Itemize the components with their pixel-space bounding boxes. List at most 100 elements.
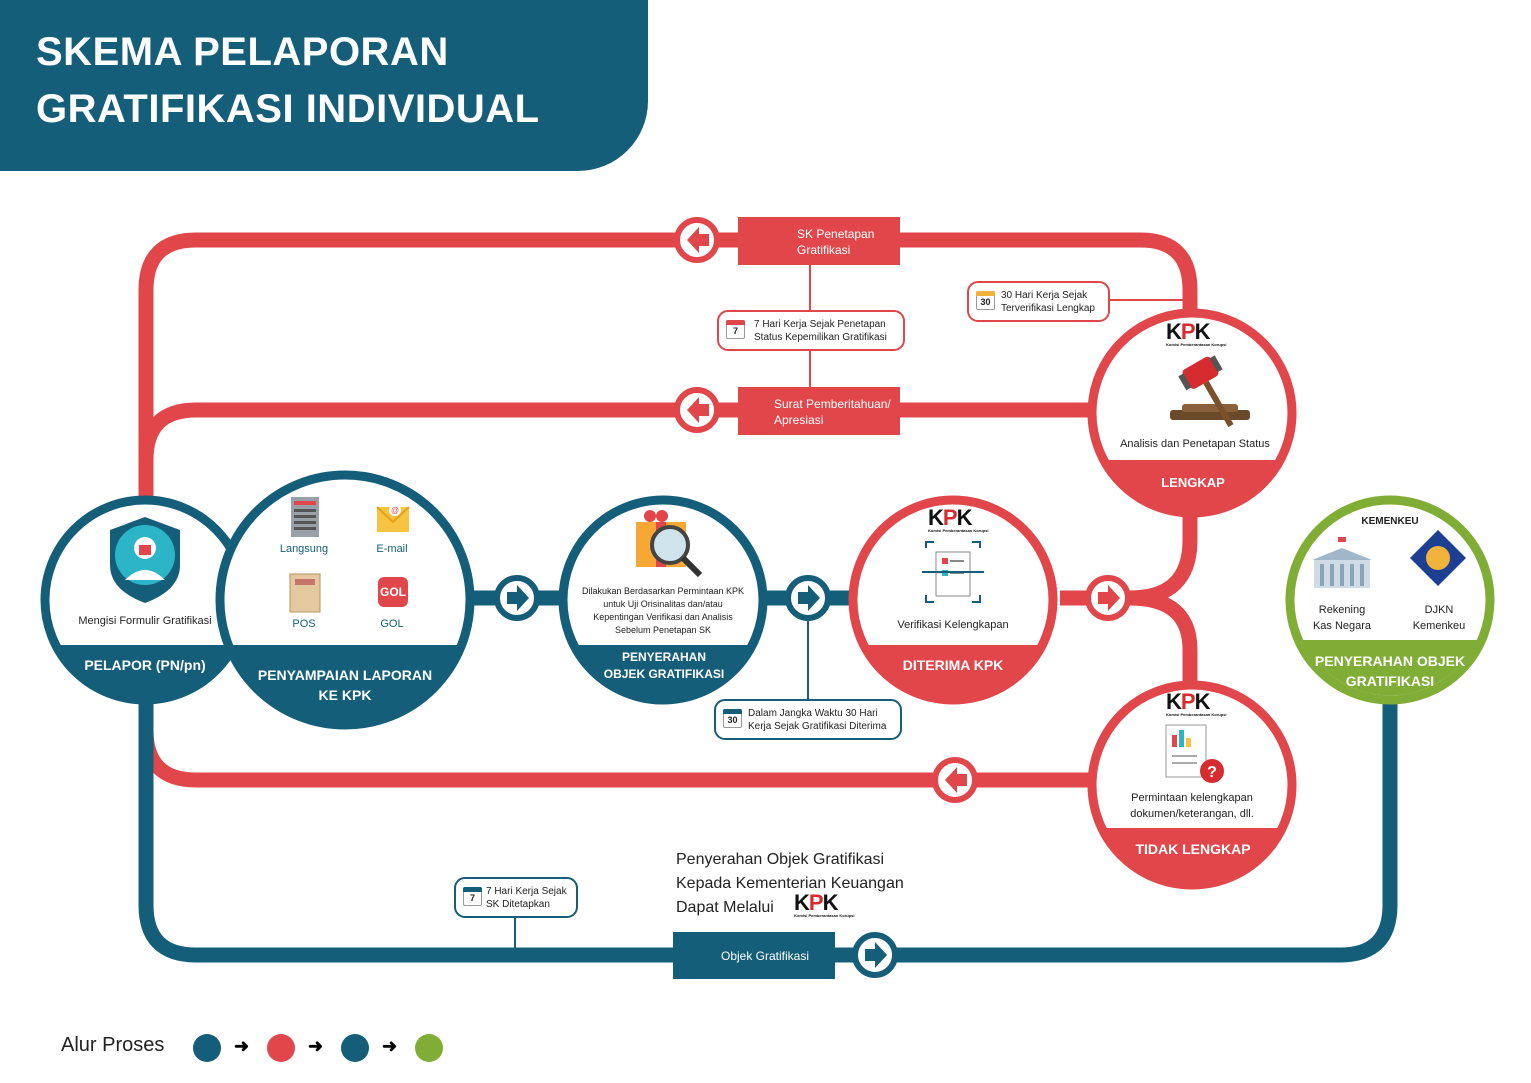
kpk-logo-subtitle: Komisi Pemberantasan Korupsi: [928, 528, 989, 533]
arrow-badge-1: [494, 575, 540, 621]
penyerahan-label-line2: OBJEK GRATIFIKASI: [603, 667, 725, 681]
legend-dot-teal: [193, 1034, 221, 1062]
parcel-icon: [289, 573, 321, 613]
note-7-hari-sk: 7 7 Hari Kerja Sejak SK Ditetapkan: [454, 877, 578, 918]
gift-magnifier-icon: [636, 510, 703, 578]
arrow-badge-2: [785, 575, 831, 621]
tag-sk-line1: SK Penetapan: [797, 227, 875, 241]
calendar-icon: 30: [723, 709, 742, 728]
legend-label: Alur Proses: [61, 1034, 165, 1056]
tag-surat-line1: Surat Pemberitahuan/: [774, 397, 891, 411]
tag-sk-line2: Gratifikasi: [797, 243, 851, 257]
diterima-label: DITERIMA KPK: [902, 657, 1004, 673]
svg-text:@: @: [391, 506, 399, 515]
legend-dot-red: [267, 1034, 295, 1062]
arrow-badge-left-sk: [674, 217, 720, 263]
rekening-line1: Rekening: [1318, 604, 1366, 616]
tag-surat-line2: Apresiasi: [774, 413, 824, 427]
rekening-line2: Kas Negara: [1312, 620, 1372, 632]
djkn-line1: DJKN: [1424, 604, 1454, 616]
calendar-icon: 7: [726, 320, 745, 339]
note-7-hari-sk-line2: SK Ditetapkan: [486, 899, 550, 910]
lengkap-label: LENGKAP: [1161, 475, 1225, 490]
arrow-badge-left-tidak: [932, 757, 978, 803]
gol-logo-text: GOL: [380, 585, 406, 599]
document-question-icon: ?: [1165, 724, 1224, 783]
note-7-hari-penetapan-line1: 7 Hari Kerja Sejak Penetapan: [754, 319, 886, 330]
note-30-hari-diterima-line1: Dalam Jangka Waktu 30 Hari: [748, 708, 878, 719]
legend-arrow-icon: ➜: [382, 1036, 398, 1056]
email-icon: @: [376, 504, 410, 532]
tidak-lengkap-caption-line1: Permintaan kelengkapan: [1131, 792, 1253, 804]
delivery-text-line1: Penyerahan Objek Gratifikasi: [676, 851, 885, 868]
kpk-logo: KPK Komisi Pemberantasan Korupsi: [794, 890, 855, 919]
kpk-logo: KPK Komisi Pemberantasan Korupsi: [1166, 689, 1227, 718]
penyerahan-caption: Dilakukan Berdasarkan Permintaan KPK unt…: [568, 585, 758, 637]
channel-langsung: Langsung: [279, 543, 329, 555]
delivery-text-line3: Dapat Melalui: [676, 899, 774, 916]
penyerahan-caption-line4: Sebelum Penetapan SK: [614, 625, 712, 635]
arrow-badge-left-surat: [674, 387, 720, 433]
channel-pos: POS: [292, 618, 316, 630]
channel-gol: GOL: [380, 618, 404, 630]
note-30-hari-diterima-line2: Kerja Sejak Gratifikasi Diterima: [748, 721, 887, 732]
legend-dot-green: [415, 1034, 443, 1062]
kpk-logo-subtitle: Komisi Pemberantasan Korupsi: [1166, 712, 1227, 717]
kemenkeu-label: KEMENKEU: [1361, 516, 1419, 527]
arrow-badge-bottom: [852, 932, 898, 978]
tidak-lengkap-caption-line2: dokumen/keterangan, dll.: [1130, 808, 1254, 820]
gavel-icon: [1170, 355, 1250, 428]
page-title-line2: GRATIFIKASI INDIVIDUAL: [36, 87, 540, 131]
calendar-icon: 30: [976, 291, 995, 310]
legend-dot-teal: [341, 1034, 369, 1062]
calendar-icon: 7: [463, 887, 482, 906]
djkn-line2: Kemenkeu: [1412, 620, 1466, 632]
delivery-text: Penyerahan Objek Gratifikasi Kepada Keme…: [676, 848, 904, 920]
note-30-hari-verifikasi-line1: 30 Hari Kerja Sejak: [1001, 290, 1088, 301]
penyampaian-label-line1: PENYAMPAIAN LAPORAN: [257, 667, 433, 683]
tag-surat-pemberitahuan: Surat Pemberitahuan/ Apresiasi: [738, 387, 900, 435]
diterima-caption: Verifikasi Kelengkapan: [897, 619, 1009, 631]
note-30-hari-diterima: 30 Dalam Jangka Waktu 30 Hari Kerja Seja…: [714, 699, 902, 740]
note-7-hari-penetapan-line2: Status Kepemilikan Gratifikasi: [754, 332, 887, 343]
shield-user-icon: [110, 517, 180, 603]
kpk-logo: KPK Komisi Pemberantasan Korupsi: [1166, 319, 1227, 348]
red-loop-surat: [138, 402, 1090, 470]
gol-icon: [378, 577, 408, 607]
kpk-logo-subtitle: Komisi Pemberantasan Korupsi: [1166, 342, 1227, 347]
note-7-hari-penetapan: 7 7 Hari Kerja Sejak Penetapan Status Ke…: [717, 310, 905, 351]
pelapor-caption: Mengisi Formulir Gratifikasi: [78, 615, 212, 627]
objek-label-line1: PENYERAHAN OBJEK: [1314, 653, 1466, 669]
tag-objek-gratifikasi: Objek Gratifikasi: [673, 932, 835, 979]
title-banner: SKEMA PELAPORAN GRATIFIKASI INDIVIDUAL: [0, 0, 648, 171]
objek-label-line2: GRATIFIKASI: [1345, 673, 1435, 689]
note-30-hari-verifikasi: 30 30 Hari Kerja Sejak Terverifikasi Len…: [967, 281, 1110, 322]
red-branch: [1060, 500, 1198, 690]
lengkap-caption: Analisis dan Penetapan Status: [1120, 438, 1270, 450]
penyerahan-label-line1: PENYERAHAN: [621, 650, 706, 664]
legend-arrow-icon: ➜: [234, 1036, 250, 1056]
tag-sk-penetapan: SK Penetapan Gratifikasi: [738, 217, 900, 265]
kpk-logo-subtitle: Komisi Pemberantasan Korupsi: [794, 913, 855, 918]
pelapor-label: PELAPOR (PN/pn): [84, 657, 206, 673]
verification-doc-icon: [922, 541, 984, 603]
legend-arrow-icon: ➜: [308, 1036, 324, 1056]
delivery-text-line2: Kepada Kementerian Keuangan: [676, 875, 904, 892]
penyerahan-caption-line2: untuk Uji Orisinalitas dan/atau: [603, 599, 723, 609]
red-loop-sk: [138, 232, 1198, 510]
note-30-hari-verifikasi-line2: Terverifikasi Lengkap: [1001, 303, 1095, 314]
note-7-hari-sk-line1: 7 Hari Kerja Sejak: [486, 886, 567, 897]
svg-text:?: ?: [1207, 764, 1217, 781]
channel-email: E-mail: [376, 543, 408, 555]
building-icon: [291, 497, 319, 537]
tidak-lengkap-label: TIDAK LENGKAP: [1135, 841, 1251, 857]
bank-building-icon: [1312, 537, 1372, 588]
djkn-emblem-icon: [1410, 530, 1466, 586]
page-title-line1: SKEMA PELAPORAN: [36, 30, 449, 74]
arrow-badge-3: [1085, 575, 1131, 621]
tag-objek-label: Objek Gratifikasi: [721, 949, 810, 963]
penyerahan-caption-line1: Dilakukan Berdasarkan Permintaan KPK: [581, 586, 745, 596]
kpk-logo: KPK Komisi Pemberantasan Korupsi: [928, 505, 989, 534]
penyerahan-caption-line3: Kepentingan Verifikasi dan Analisis: [593, 612, 733, 622]
